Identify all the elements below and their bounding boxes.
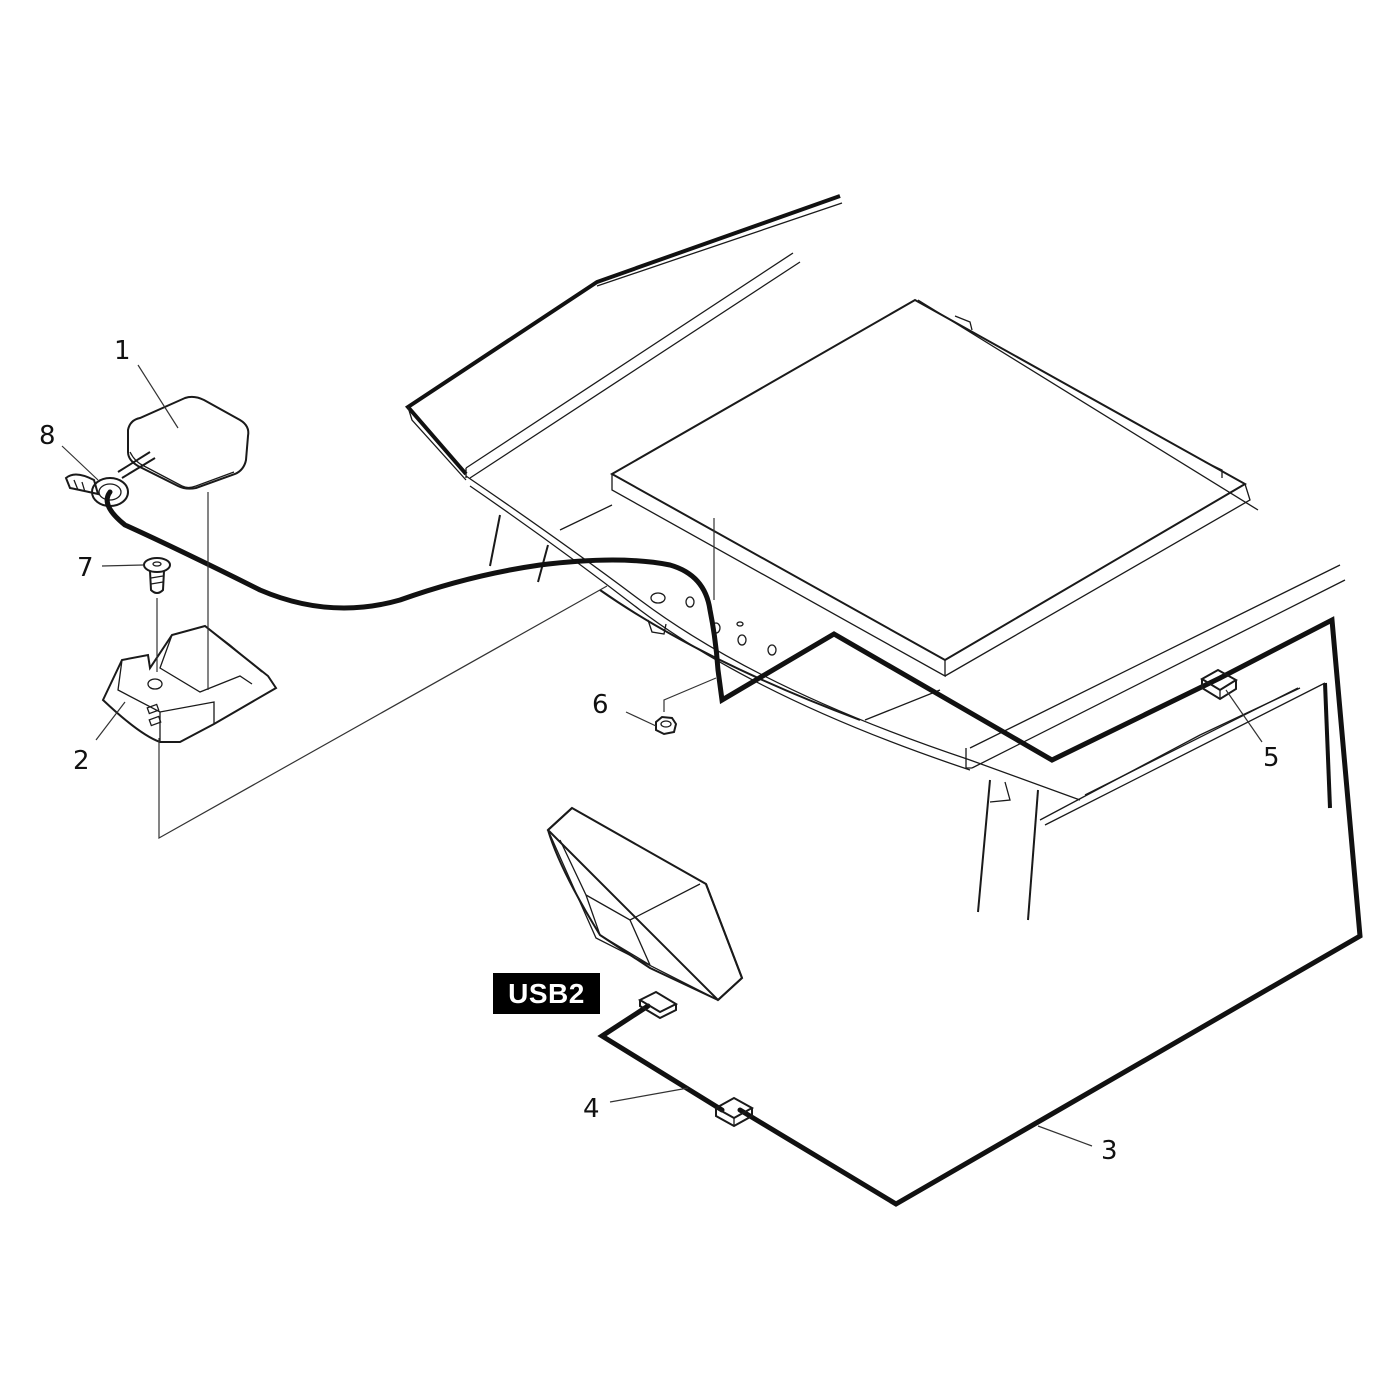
callout-3: 3 bbox=[1101, 1136, 1118, 1166]
callout-2: 2 bbox=[73, 746, 90, 776]
antenna-bracket bbox=[101, 624, 278, 743]
callout-5: 5 bbox=[1263, 743, 1280, 773]
screw bbox=[143, 557, 171, 594]
callout-6: 6 bbox=[592, 690, 609, 720]
usb-cable bbox=[597, 1003, 725, 1113]
nut bbox=[655, 715, 678, 736]
gps-antenna bbox=[117, 395, 250, 490]
cab-roof-structure bbox=[404, 194, 1346, 921]
callout-4: 4 bbox=[583, 1094, 600, 1124]
roof-panel bbox=[609, 298, 1259, 678]
callout-8: 8 bbox=[39, 421, 56, 451]
display-unit bbox=[546, 806, 744, 1002]
usb2-badge: USB2 bbox=[493, 973, 600, 1014]
antenna-cable bbox=[104, 489, 1363, 1207]
callout-1: 1 bbox=[114, 336, 131, 366]
usb-plug bbox=[637, 990, 679, 1020]
callout-7: 7 bbox=[77, 553, 94, 583]
leader-lines bbox=[61, 364, 1263, 1147]
connector-5 bbox=[1200, 668, 1238, 701]
inline-connector bbox=[713, 1096, 755, 1128]
